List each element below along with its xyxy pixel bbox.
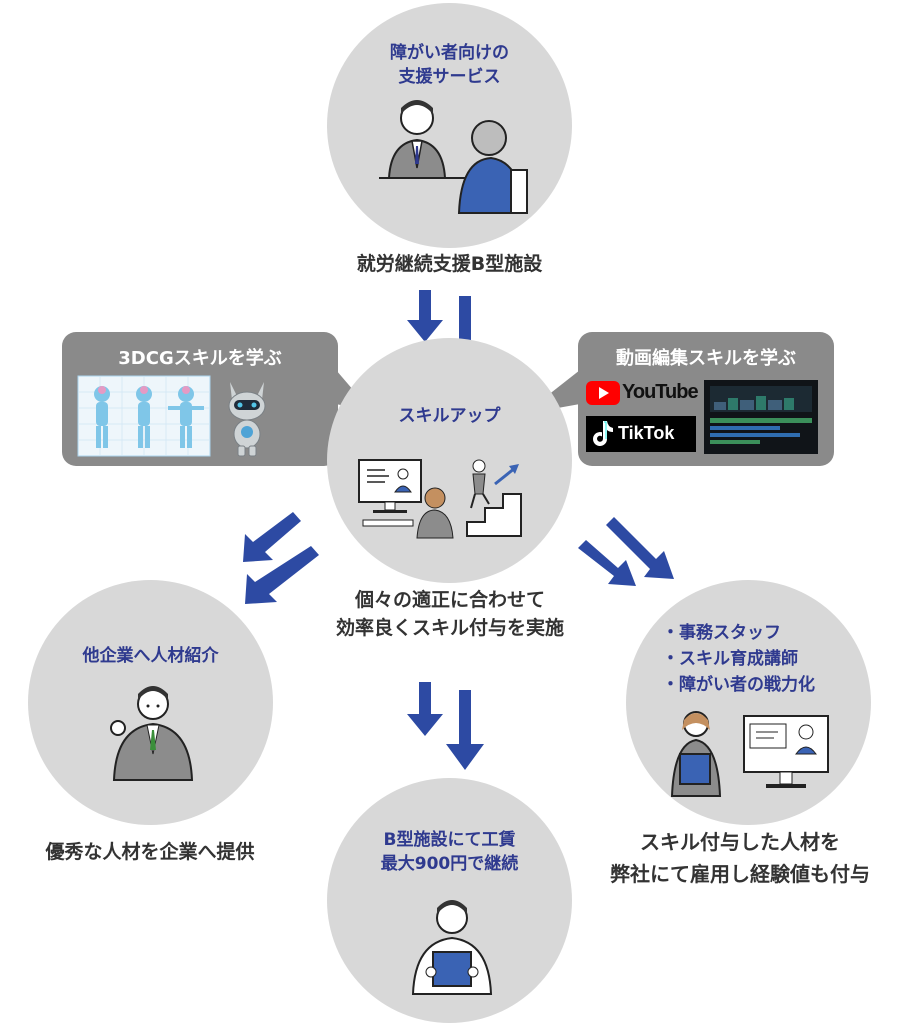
youtube-play-icon — [586, 381, 620, 405]
left-circle: 他企業へ人材紹介 — [28, 580, 273, 825]
arrow-down-top-left — [407, 290, 443, 342]
center-circle-title: スキルアップ — [398, 406, 501, 426]
bottom-circle: B型施設にて工賃 最大900円で継続 — [327, 778, 572, 1023]
center-circle: スキルアップ — [327, 338, 572, 583]
bottom-circle-title: B型施設にて工賃 最大900円で継続 — [327, 828, 572, 876]
right-caption-line-2: 弊社にて雇用し経験値も付与 — [610, 862, 870, 886]
tiktok-note-icon — [593, 421, 613, 447]
arrow-down-right-2 — [606, 517, 674, 579]
arrow-down-bottom-left — [407, 682, 443, 736]
tiktok-logo: TikTok — [586, 416, 696, 452]
top-caption: 就労継続支援B型施設 — [356, 253, 543, 275]
arrow-down-left-2 — [245, 546, 319, 604]
skillup-illustration — [358, 459, 522, 539]
tiktok-label: TikTok — [618, 423, 675, 443]
top-title-line-1: 障がい者向けの — [390, 43, 509, 63]
video-editing-callout-title: 動画編集スキルを学ぶ — [616, 348, 796, 369]
arrow-down-right-1 — [578, 540, 636, 586]
3dcg-callout-title: 3DCGスキルを学ぶ — [118, 348, 282, 369]
robot-character-image — [228, 382, 266, 457]
bottom-title-line-2: 最大900円で継続 — [380, 854, 519, 874]
top-title-line-2: 支援サービス — [398, 67, 501, 87]
right-caption-line-1: スキル付与した人材を — [640, 830, 840, 854]
3dcg-model-sheet-image — [77, 375, 211, 457]
consultation-illustration — [379, 100, 528, 214]
list-item: ・障がい者の戦力化 — [662, 675, 815, 695]
youtube-label: YouTube — [622, 381, 699, 403]
center-caption: 個々の適正に合わせて 効率良くスキル付与を実施 — [300, 586, 600, 642]
youtube-logo: YouTube — [586, 378, 699, 408]
list-item: ・事務スタッフ — [662, 623, 781, 643]
video-editor-screenshot — [704, 380, 818, 454]
top-circle: 障がい者向けの 支援サービス — [327, 3, 572, 248]
office-staff-illustration — [670, 711, 829, 797]
bottom-title-line-1: B型施設にて工賃 — [383, 830, 516, 850]
businessman-illustration — [110, 686, 194, 781]
list-item: ・スキル育成講師 — [662, 649, 798, 669]
center-caption-line-2: 効率良くスキル付与を実施 — [335, 617, 564, 639]
3dcg-callout: 3DCGスキルを学ぶ — [62, 332, 338, 466]
arrow-down-left-1 — [243, 512, 301, 562]
right-caption: スキル付与した人材を 弊社にて雇用し経験値も付与 — [590, 826, 890, 890]
right-circle-list: ・事務スタッフ ・スキル育成講師 ・障がい者の戦力化 — [662, 620, 815, 698]
worker-with-binder-illustration — [411, 900, 493, 995]
top-circle-title: 障がい者向けの 支援サービス — [327, 41, 572, 89]
video-editing-callout: 動画編集スキルを学ぶ YouTube TikTok — [578, 332, 834, 466]
center-caption-line-1: 個々の適正に合わせて — [354, 589, 545, 611]
left-circle-title: 他企業へ人材紹介 — [82, 646, 219, 666]
arrow-down-bottom-right — [446, 690, 484, 770]
right-circle: ・事務スタッフ ・スキル育成講師 ・障がい者の戦力化 — [626, 580, 871, 825]
left-caption: 優秀な人材を企業へ提供 — [45, 841, 255, 863]
